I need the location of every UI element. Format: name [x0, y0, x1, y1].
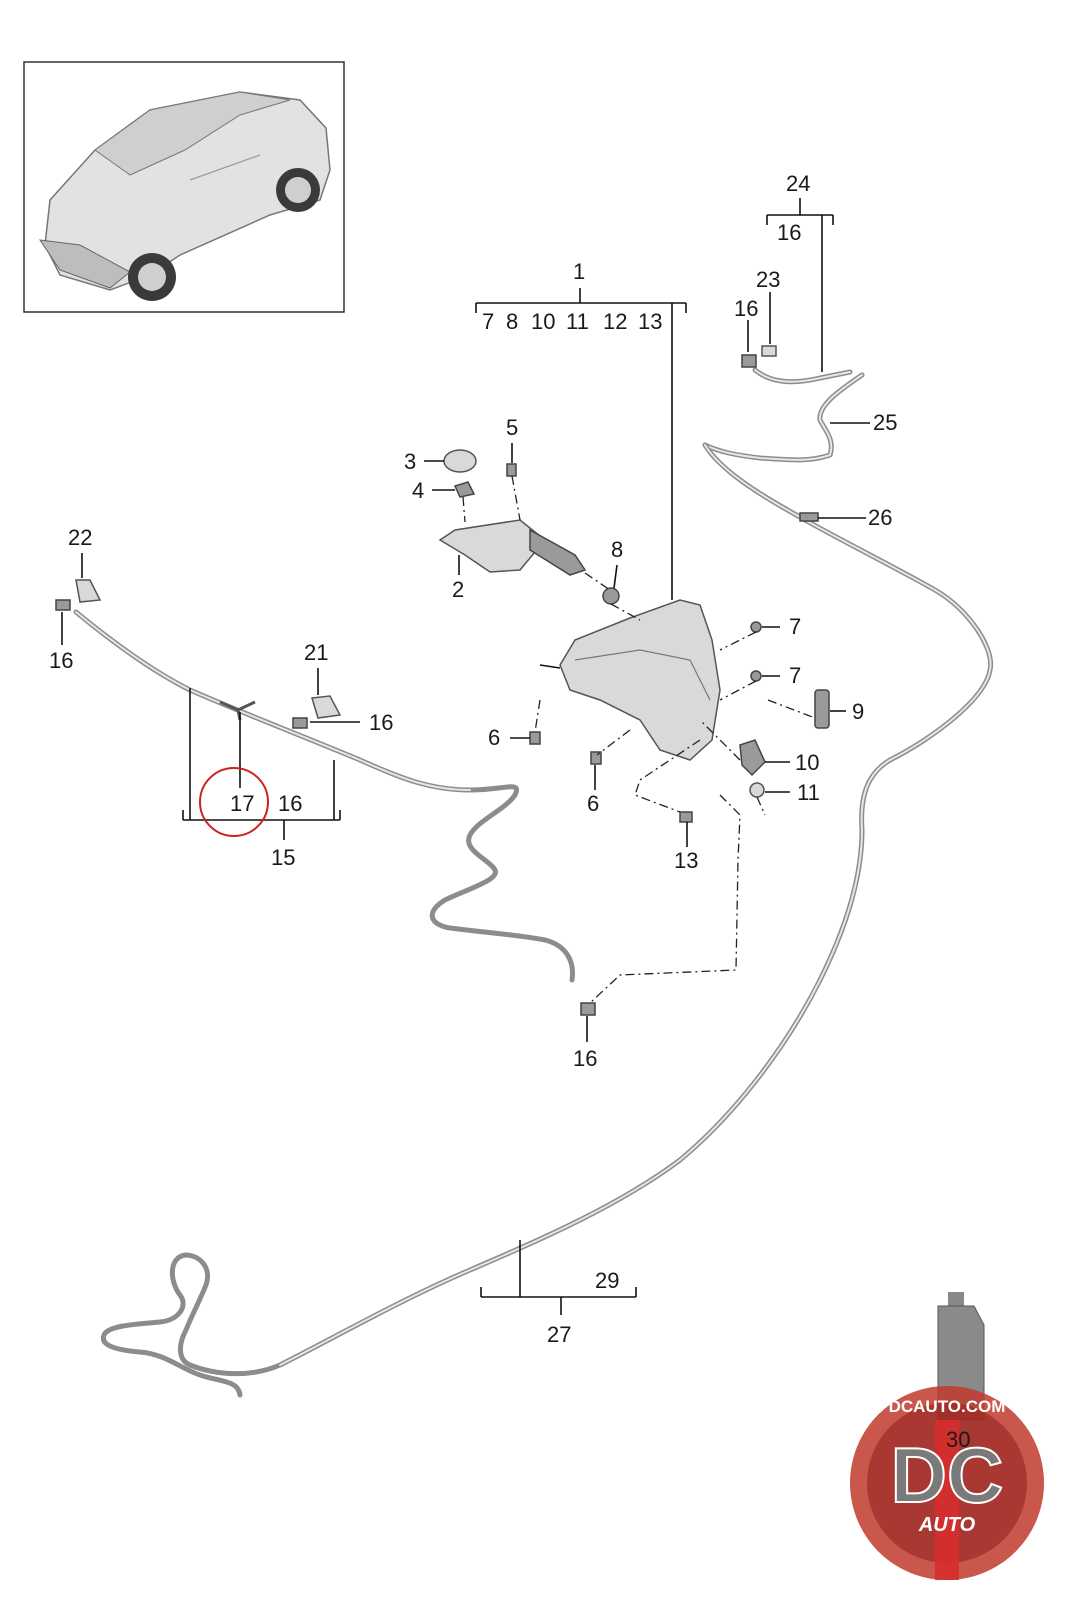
callout-1: 1 [573, 259, 585, 284]
connector-13 [679, 811, 693, 823]
washer-pump-9 [814, 689, 830, 729]
callout-25: 25 [873, 410, 897, 435]
callout-7: 7 [789, 663, 801, 688]
callout-29: 29 [595, 1268, 619, 1293]
screw-5 [506, 463, 517, 477]
watermark-top-text: DCAUTO.COM [889, 1397, 1006, 1416]
filler-neck-bracket [438, 519, 547, 573]
seal-11 [749, 782, 765, 798]
callout-4: 4 [412, 478, 424, 503]
filler-cap [443, 449, 477, 473]
parts [55, 345, 830, 1016]
callout-6: 6 [488, 725, 500, 750]
callout-17: 17 [230, 791, 254, 816]
fitting-26 [799, 512, 819, 522]
callout-16: 16 [573, 1046, 597, 1071]
nozzle-21 [311, 695, 342, 719]
callout-15: 15 [271, 845, 295, 870]
hose-27 [100, 517, 994, 1398]
callout-30: 30 [946, 1427, 970, 1452]
washer-pump-10 [739, 739, 766, 777]
callout-2: 2 [452, 577, 464, 602]
reservoir-tank [559, 599, 721, 761]
callout-26: 26 [868, 505, 892, 530]
assembly-lines [462, 475, 816, 1004]
hose-system [73, 367, 994, 1398]
grommet [602, 587, 620, 605]
callout-numbers: 1 7 8 10 11 12 13 24 16 23 16 25 26 5 3 … [49, 171, 897, 1347]
nozzle-23 [761, 345, 777, 357]
vehicle-thumbnail [23, 61, 345, 313]
callout-7: 7 [789, 614, 801, 639]
callout-16: 16 [278, 791, 302, 816]
callout-11: 11 [797, 780, 820, 805]
watermark-main-text: DC [891, 1431, 1004, 1519]
callout-10: 10 [531, 309, 555, 334]
callout-24: 24 [786, 171, 810, 196]
callout-6: 6 [587, 791, 599, 816]
callout-27: 27 [547, 1322, 571, 1347]
callout-21: 21 [304, 640, 328, 665]
watermark-bottom-text: AUTO [918, 1514, 976, 1536]
bolt-6a [529, 731, 541, 745]
callout-3: 3 [404, 449, 416, 474]
callout-12: 12 [603, 309, 627, 334]
callout-8: 8 [506, 309, 518, 334]
callout-5: 5 [506, 415, 518, 440]
gasket [453, 481, 476, 498]
callout-9: 9 [852, 699, 864, 724]
callout-16: 16 [49, 648, 73, 673]
callout-11: 11 [566, 309, 589, 334]
bolt-6b [590, 751, 602, 765]
hose-25 [702, 372, 865, 463]
highlight-circle [199, 767, 269, 837]
callout-7: 7 [482, 309, 494, 334]
nut-7b [750, 670, 762, 682]
callout-13: 13 [638, 309, 662, 334]
callout-22: 22 [68, 525, 92, 550]
leader-lines [61, 198, 870, 1315]
watermark-logo: DCAUTO.COM DC AUTO [850, 1386, 1044, 1580]
callout-16: 16 [369, 710, 393, 735]
callout-8: 8 [611, 537, 623, 562]
callout-16: 16 [734, 296, 758, 321]
callout-10: 10 [795, 750, 819, 775]
callout-16: 16 [777, 220, 801, 245]
callout-13: 13 [674, 848, 698, 873]
callout-23: 23 [756, 267, 780, 292]
nut-7a [750, 621, 762, 633]
nozzle-22 [75, 579, 102, 603]
